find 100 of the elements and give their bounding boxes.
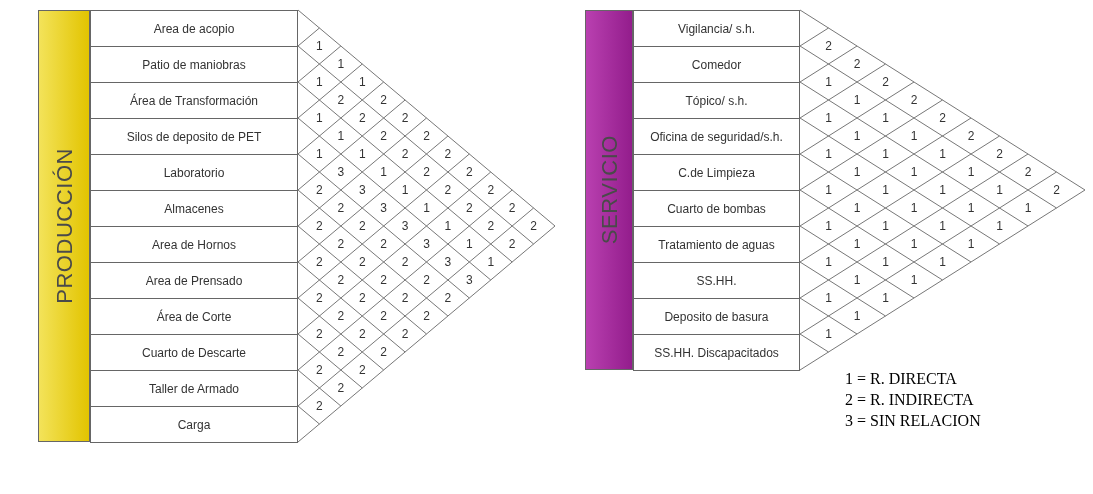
area-box bbox=[90, 10, 298, 47]
area-box bbox=[90, 370, 298, 407]
relation-value: 2 bbox=[466, 202, 473, 214]
area-name: SS.HH. bbox=[696, 272, 737, 290]
relation-value: 2 bbox=[401, 328, 409, 340]
relation-value: 1 bbox=[466, 238, 473, 250]
area-box bbox=[90, 46, 298, 83]
legend-text: 2 = R. INDIRECTA bbox=[845, 390, 975, 410]
relation-value: 2 bbox=[316, 256, 323, 268]
area-name: Laboratorio bbox=[163, 164, 225, 182]
relation-value: 1 bbox=[939, 220, 946, 232]
relation-value: 2 bbox=[380, 310, 387, 322]
category-band bbox=[38, 10, 90, 442]
relation-value: 2 bbox=[910, 94, 918, 106]
relation-value: 2 bbox=[401, 112, 409, 124]
relation-value: 2 bbox=[825, 40, 832, 52]
relation-value: 1 bbox=[825, 184, 832, 196]
area-name: Área de Transformación bbox=[129, 92, 259, 110]
area-box bbox=[633, 262, 800, 299]
area-name: C.de Limpieza bbox=[678, 164, 755, 182]
relation-value: 2 bbox=[316, 292, 323, 304]
area-box bbox=[633, 334, 800, 371]
area-name: Area de acopio bbox=[153, 20, 235, 38]
relation-value: 1 bbox=[910, 166, 918, 178]
relation-value: 1 bbox=[910, 238, 918, 250]
relation-value: 1 bbox=[910, 274, 918, 286]
relation-value: 2 bbox=[337, 238, 345, 250]
relation-value: 2 bbox=[882, 76, 889, 88]
relation-value: 1 bbox=[967, 202, 975, 214]
area-name: Deposito de basura bbox=[664, 308, 769, 326]
relation-value: 2 bbox=[1053, 184, 1060, 196]
area-box bbox=[633, 298, 800, 335]
relation-value: 2 bbox=[853, 58, 861, 70]
relation-value: 2 bbox=[358, 220, 366, 232]
area-box bbox=[633, 10, 800, 47]
area-name: SS.HH. Discapacitados bbox=[654, 344, 779, 362]
relation-value: 1 bbox=[910, 130, 918, 142]
relation-value: 2 bbox=[380, 274, 387, 286]
area-box bbox=[90, 298, 298, 335]
relation-value: 2 bbox=[358, 328, 366, 340]
area-box bbox=[633, 154, 800, 191]
relation-value: 3 bbox=[444, 256, 452, 268]
area-name: Tópico/ s.h. bbox=[685, 92, 748, 110]
relation-value: 1 bbox=[316, 148, 323, 160]
relation-value: 1 bbox=[853, 238, 861, 250]
relation-value: 1 bbox=[882, 148, 889, 160]
area-box bbox=[90, 262, 298, 299]
area-box bbox=[90, 82, 298, 119]
relation-value: 2 bbox=[967, 130, 975, 142]
area-name: Taller de Armado bbox=[148, 380, 239, 398]
legend-text: 1 = R. DIRECTA bbox=[845, 369, 958, 389]
relation-value: 2 bbox=[358, 364, 366, 376]
relation-value: 1 bbox=[882, 220, 889, 232]
relation-value: 1 bbox=[967, 166, 975, 178]
relation-value: 1 bbox=[337, 58, 345, 70]
relation-value: 1 bbox=[1024, 202, 1032, 214]
relation-value: 3 bbox=[380, 202, 387, 214]
relation-value: 2 bbox=[423, 166, 430, 178]
relation-value: 3 bbox=[358, 184, 366, 196]
relation-value: 2 bbox=[487, 220, 495, 232]
relation-value: 1 bbox=[380, 166, 387, 178]
area-name: Vigilancia/ s.h. bbox=[677, 20, 756, 38]
relation-value: 1 bbox=[487, 256, 495, 268]
relation-value: 3 bbox=[466, 274, 473, 286]
relation-value: 2 bbox=[423, 274, 430, 286]
relation-value: 1 bbox=[337, 130, 345, 142]
relation-value: 1 bbox=[910, 202, 918, 214]
relation-value: 1 bbox=[882, 184, 889, 196]
relation-value: 1 bbox=[939, 256, 946, 268]
relation-value: 2 bbox=[530, 220, 537, 232]
relation-value: 2 bbox=[423, 310, 430, 322]
area-name: Silos de deposito de PET bbox=[126, 128, 262, 146]
relation-value: 1 bbox=[996, 184, 1003, 196]
area-box bbox=[90, 334, 298, 371]
relation-value: 2 bbox=[358, 256, 366, 268]
area-name: Cuarto de bombas bbox=[667, 200, 766, 218]
category-label: SERVICIO bbox=[595, 135, 623, 245]
relation-value: 1 bbox=[316, 112, 323, 124]
relation-value: 1 bbox=[882, 292, 889, 304]
area-name: Comedor bbox=[691, 56, 742, 74]
relation-value: 1 bbox=[825, 328, 832, 340]
relation-value: 2 bbox=[380, 130, 387, 142]
category-band bbox=[585, 10, 633, 370]
area-name: Cuarto de Descarte bbox=[141, 344, 247, 362]
relation-value: 1 bbox=[825, 112, 832, 124]
relation-value: 2 bbox=[337, 94, 345, 106]
area-name: Oficina de seguridad/s.h. bbox=[650, 128, 783, 146]
area-box bbox=[90, 118, 298, 155]
area-name: Área de Corte bbox=[156, 308, 232, 326]
area-box bbox=[90, 226, 298, 263]
relation-value: 2 bbox=[316, 364, 323, 376]
relation-value: 1 bbox=[358, 76, 366, 88]
relation-value: 1 bbox=[853, 94, 861, 106]
relation-value: 2 bbox=[939, 112, 946, 124]
relation-value: 2 bbox=[444, 148, 452, 160]
relation-value: 2 bbox=[1024, 166, 1032, 178]
relation-value: 2 bbox=[316, 220, 323, 232]
relation-value: 2 bbox=[337, 310, 345, 322]
relation-value: 1 bbox=[316, 40, 323, 52]
area-box bbox=[633, 46, 800, 83]
